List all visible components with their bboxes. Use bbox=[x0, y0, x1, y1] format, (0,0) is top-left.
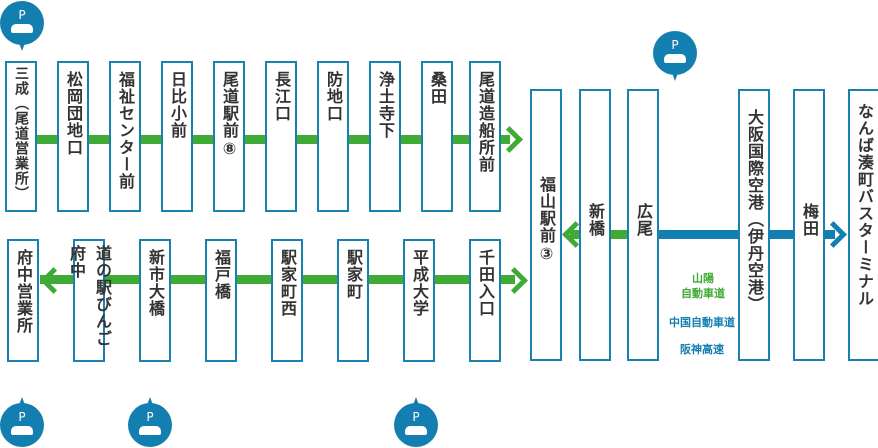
stop: 尾道駅前⑧ bbox=[213, 61, 245, 212]
stop: 松岡団地口 bbox=[57, 61, 89, 212]
parking-pin-icon: P bbox=[653, 31, 697, 81]
stop: 長江口 bbox=[265, 61, 297, 212]
road-label-hanshin: 阪神高速 bbox=[680, 343, 724, 356]
stop-namba: なんば湊町バスターミナル bbox=[848, 89, 878, 361]
stop: 日比小前 bbox=[161, 61, 193, 212]
stop: 浄土寺下 bbox=[369, 61, 401, 212]
stop: 桑田 bbox=[421, 61, 453, 212]
parking-pin-icon: P bbox=[0, 397, 44, 447]
stop: 防地口 bbox=[317, 61, 349, 212]
stop-mitsunari: 三成（尾道営業所） bbox=[5, 61, 37, 212]
stop: 梅田 bbox=[793, 89, 825, 361]
parking-pin-icon: P bbox=[394, 397, 438, 447]
road-label-chugoku: 中国自動車道 bbox=[669, 316, 735, 329]
stop: 新橋 bbox=[579, 89, 611, 361]
stop-fukuyama-station: 福山駅前③ bbox=[530, 89, 562, 361]
stop: 平成大学 bbox=[403, 239, 435, 362]
stop: 府中営業所 bbox=[7, 239, 39, 362]
stop: 尾道造船所前 bbox=[469, 61, 501, 212]
stop: 道の駅びんご府中 bbox=[67, 239, 112, 362]
stop: 福戸橋 bbox=[205, 239, 237, 362]
stop: 駅家町 bbox=[337, 239, 369, 362]
arrow-right-icon bbox=[501, 267, 528, 294]
stop: 新市大橋 bbox=[139, 239, 171, 362]
stop: 千田入口 bbox=[469, 239, 501, 362]
parking-pin-icon: P bbox=[0, 1, 44, 51]
stop-itami-airport: 大阪国際空港（伊丹空港） bbox=[738, 89, 770, 361]
stop: 福祉センター前 bbox=[109, 61, 141, 212]
stop: 駅家町西 bbox=[271, 239, 303, 362]
stop: 広尾 bbox=[627, 89, 659, 361]
road-label-sanyo: 山陽 自動車道 bbox=[681, 272, 725, 300]
parking-pin-icon: P bbox=[128, 397, 172, 447]
